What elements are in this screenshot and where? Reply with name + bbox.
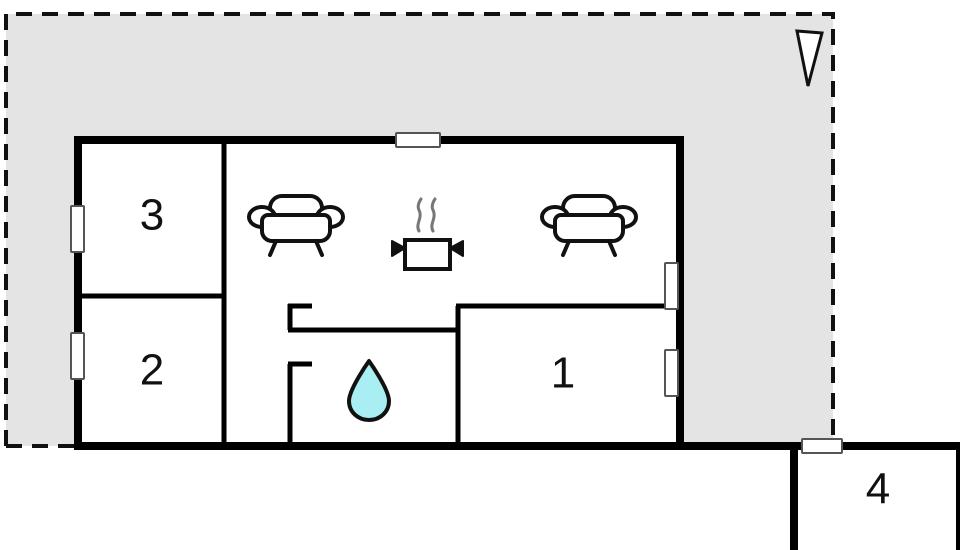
steam-wisp-right — [430, 197, 437, 233]
sofa-leg-right — [314, 239, 324, 257]
annex-outer-wall — [790, 442, 960, 550]
water-drop-icon — [347, 359, 391, 422]
sofa-leg-left — [561, 239, 571, 257]
sofa-seat — [260, 213, 332, 243]
room-label-1: 1 — [551, 349, 575, 398]
annex-interior — [794, 446, 960, 550]
window-west-lower-icon — [70, 332, 85, 380]
sofa-leg-right — [607, 239, 617, 257]
main-building-outer-wall — [74, 136, 684, 450]
window-east-lower-icon — [664, 349, 679, 397]
window-annex-north-icon — [801, 438, 843, 454]
north-arrow-triangle — [795, 29, 824, 87]
boundary-dashed-line — [4, 12, 835, 446]
interior-walls — [78, 140, 680, 446]
sofa-icon-right — [540, 194, 638, 257]
window-north-icon — [395, 132, 441, 148]
sofa-icon-left — [247, 194, 345, 257]
cooking-pot-icon — [391, 197, 464, 271]
room-label-4: 4 — [866, 465, 890, 514]
steam-wisp-left — [416, 197, 423, 233]
pot-handle-right — [449, 240, 464, 257]
north-arrow — [795, 29, 824, 87]
pot-handle-left — [391, 240, 406, 257]
room-label-3: 3 — [140, 191, 164, 240]
water-drop-shape — [347, 359, 391, 422]
annex-building — [680, 442, 960, 550]
window-west-upper-icon — [70, 205, 85, 253]
pot-body — [403, 238, 452, 271]
sofa-seat — [553, 213, 625, 243]
window-east-upper-icon — [664, 262, 679, 310]
window-markers — [70, 132, 843, 454]
room-label-2: 2 — [140, 346, 164, 395]
property-boundary — [4, 12, 835, 448]
room-labels: 3 2 1 4 — [140, 191, 890, 514]
sofa-leg-left — [268, 239, 278, 257]
